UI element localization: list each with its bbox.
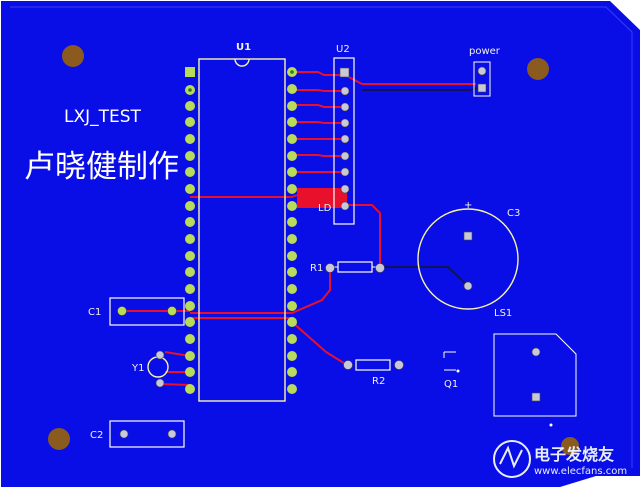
board-chinese-text: 卢晓健制作 [24, 149, 179, 185]
power-connector: power [469, 46, 501, 97]
r1-label: R1 [310, 263, 323, 274]
board-edge [10, 6, 633, 468]
watermark-line2: www.elecfans.com [534, 466, 627, 477]
c1-capacitor: C1 [88, 297, 185, 326]
watermark-line1: 电子发烧友 [534, 445, 615, 464]
dark-traces [362, 87, 479, 287]
mounting-hole [62, 45, 84, 67]
watermark: 电子发烧友 www.elecfans.com [493, 440, 627, 478]
ls1-label: LS1 [494, 308, 512, 319]
u1-dip-ic: U1 [185, 42, 297, 402]
y1-crystal: Y1 [131, 350, 169, 388]
mounting-hole [48, 428, 70, 450]
ld-label: LD [318, 203, 332, 214]
r2-resistor: R2 [343, 359, 404, 387]
q1-label: Q1 [444, 379, 458, 390]
mounting-hole [561, 437, 579, 455]
c3-label: C3 [507, 208, 520, 219]
c2-label: C2 [90, 430, 103, 441]
c3-plus: + [464, 200, 472, 211]
c2-capacitor: C2 [90, 420, 185, 448]
r1-resistor: R1 [310, 261, 385, 274]
power-label: power [469, 46, 501, 57]
mounting-hole [527, 58, 549, 80]
q1-transistor: Q1 [443, 351, 460, 390]
u2-label: U2 [336, 44, 350, 55]
u1-label: U1 [236, 42, 251, 53]
board-title: LXJ_TEST [64, 107, 142, 127]
u2-header: U2 LD [318, 44, 355, 225]
r2-label: R2 [372, 376, 385, 387]
y1-label: Y1 [131, 363, 144, 374]
c3-capacitor: + C3 LS1 [417, 200, 520, 319]
ic-outline [493, 333, 577, 427]
c1-label: C1 [88, 307, 101, 318]
